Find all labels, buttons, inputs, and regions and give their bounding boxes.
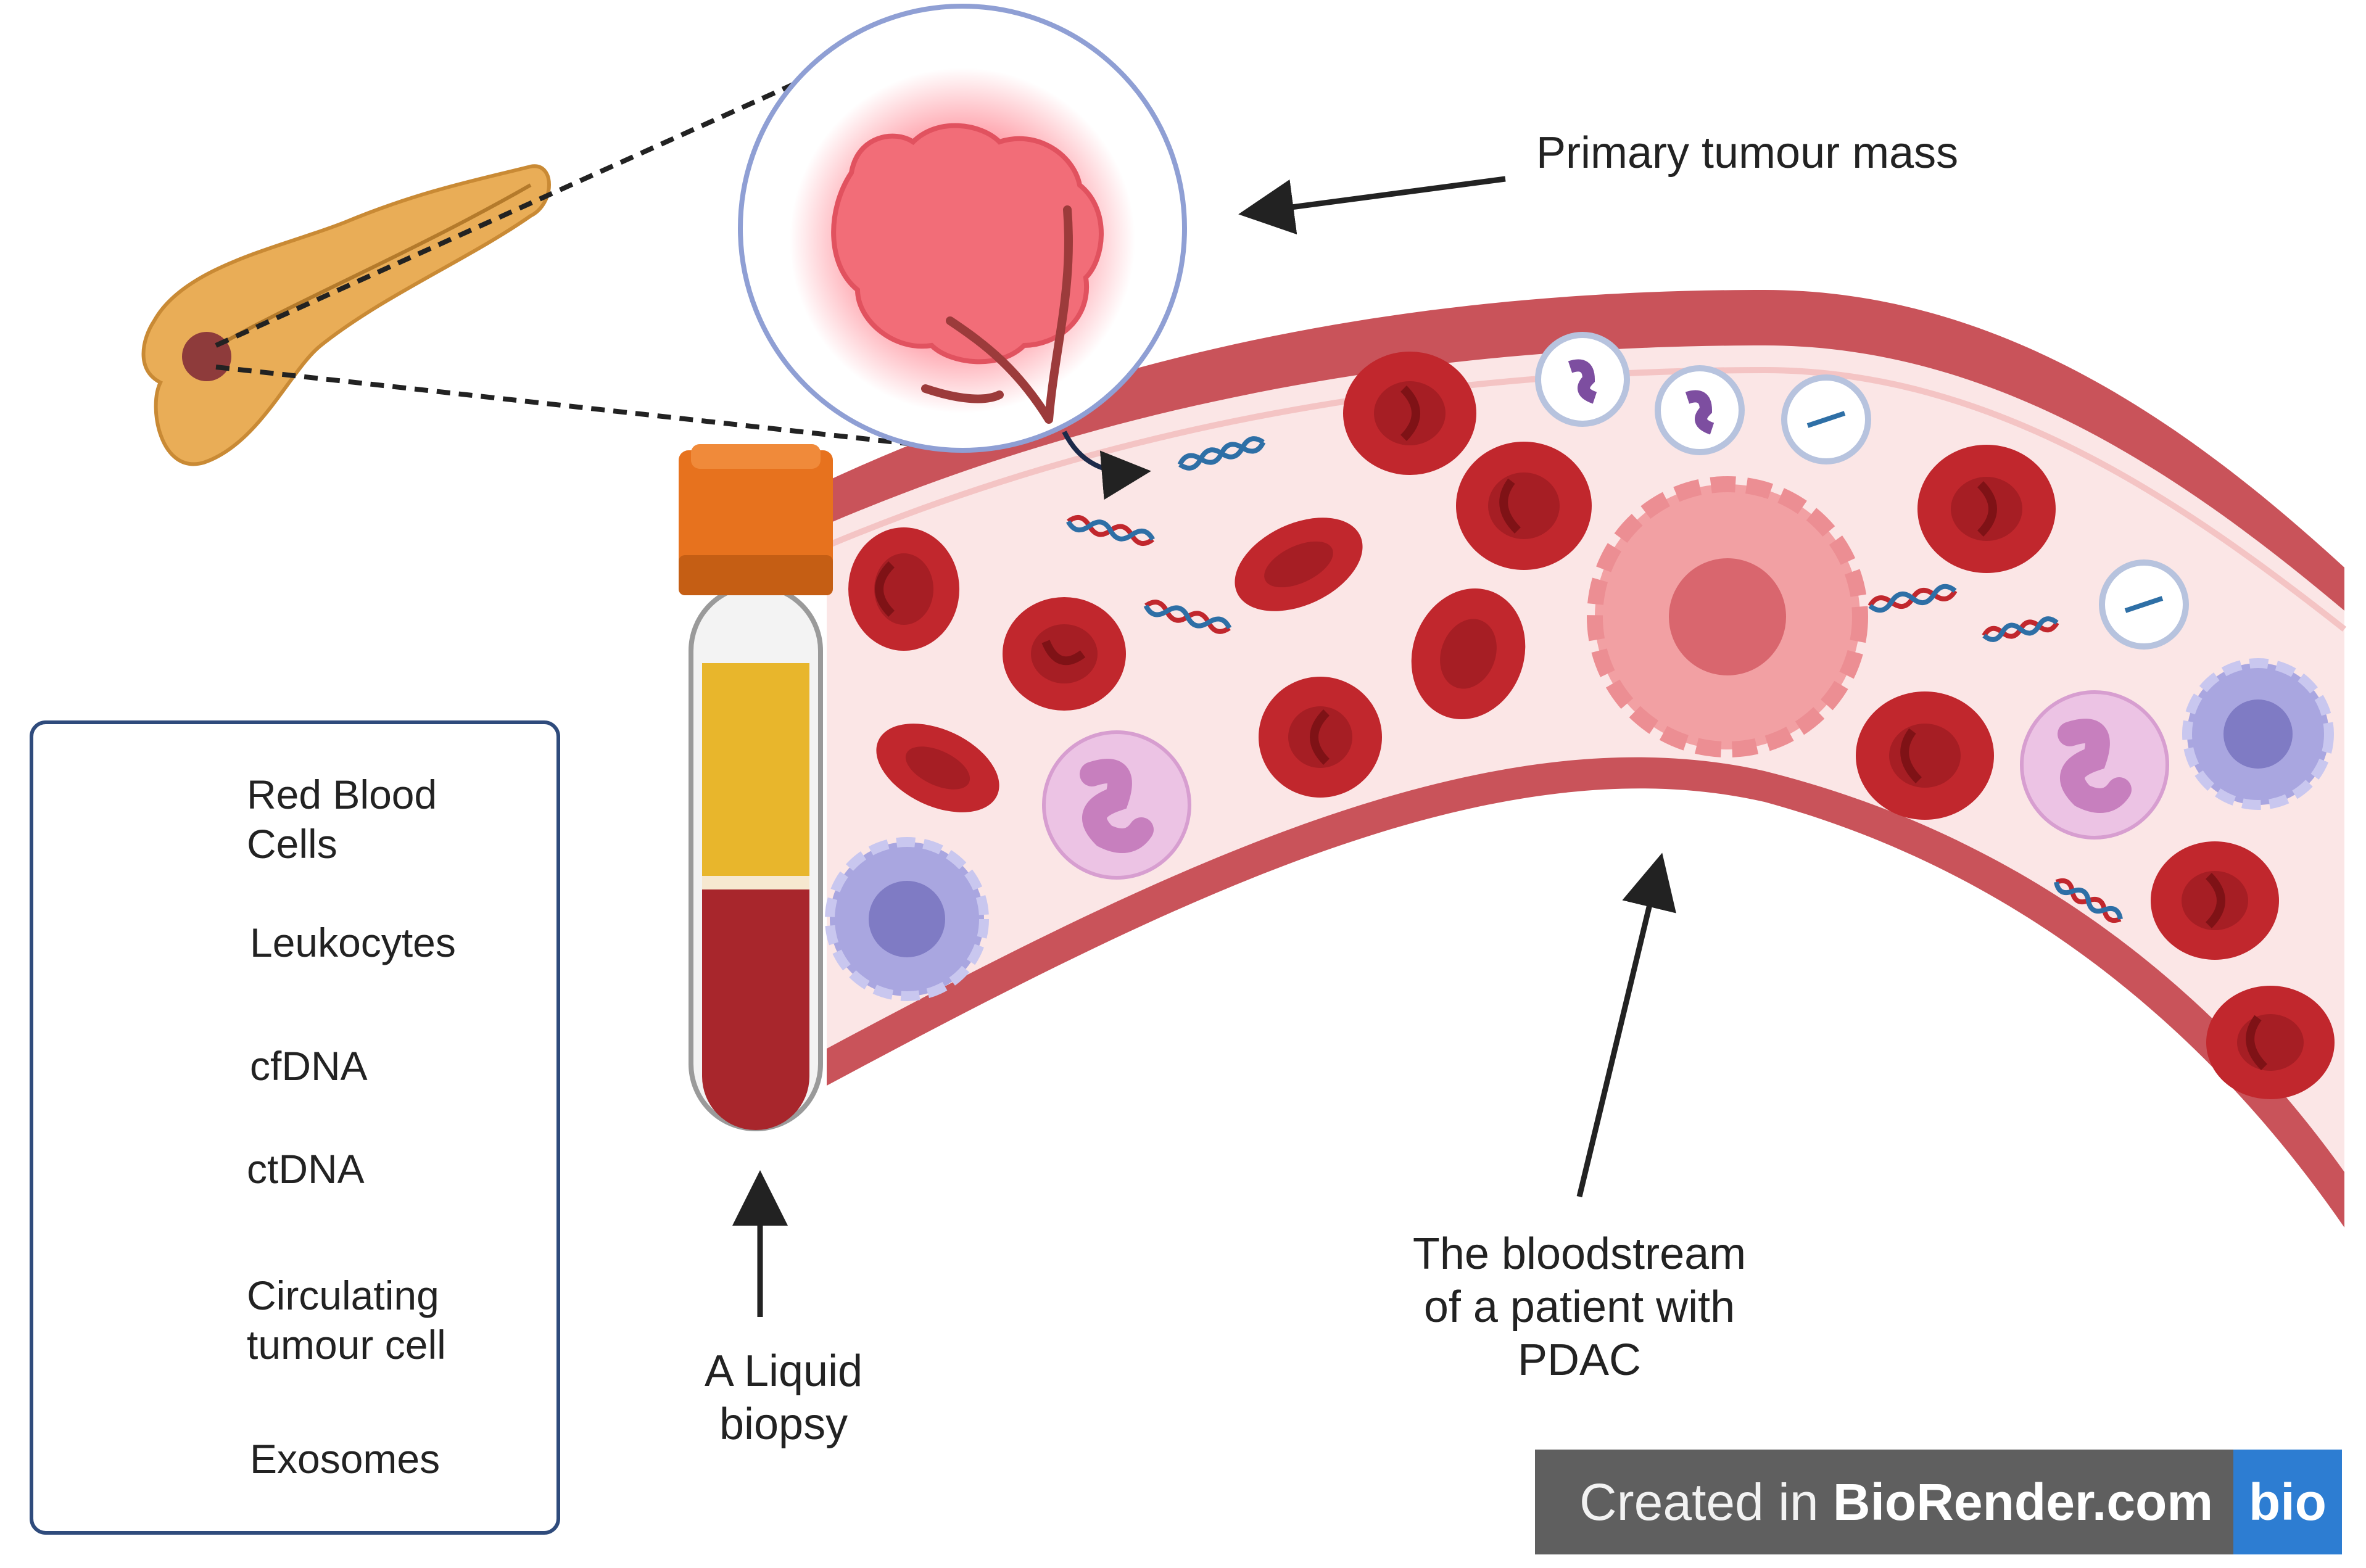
red-blood-cell — [2206, 986, 2335, 1099]
legend-item-ctdna: ctDNA — [247, 1144, 365, 1194]
biorender-logo-icon: bio — [2233, 1450, 2342, 1554]
label-primary-tumour: Primary tumour mass — [1536, 128, 1959, 178]
label-bloodstream-line1: The bloodstream — [1412, 1229, 1747, 1279]
cfdna-fragment — [1868, 584, 1958, 613]
label-bloodstream-line2: of a patient with — [1423, 1282, 1735, 1332]
pancreas — [141, 164, 551, 466]
leukocytes — [825, 658, 2334, 1001]
legend-label: cfDNA — [250, 1043, 368, 1089]
exosome — [1535, 332, 1630, 427]
badge-text: Created in BioRender.com — [1579, 1450, 2213, 1554]
legend-item-red-blood-cells: Red Blood Cells — [247, 770, 437, 869]
red-blood-cell — [1235, 518, 1363, 611]
circulating-tumour-cell — [1587, 476, 1868, 757]
legend-label: Red Blood — [247, 772, 437, 817]
ctdna-fragment — [1177, 436, 1266, 471]
legend-label: Circulating — [247, 1273, 439, 1318]
red-blood-cell — [1003, 597, 1126, 711]
dna-fragments — [1066, 436, 2123, 923]
biorender-badge[interactable]: Created in BioRender.com bio — [1535, 1450, 2342, 1554]
legend-item-cfdna: cfDNA — [250, 1041, 368, 1091]
legend-label: Exosomes — [250, 1436, 441, 1482]
cfdna-fragment — [2054, 878, 2123, 923]
badge-brand: BioRender.com — [1832, 1473, 2214, 1531]
red-blood-cell — [1856, 691, 1994, 820]
label-bloodstream-line3: PDAC — [1517, 1335, 1642, 1385]
legend-item-exosomes: Exosomes — [250, 1434, 440, 1483]
label-bloodstream: The bloodstream of a patient with PDAC — [1363, 1228, 1795, 1387]
exosomes — [1535, 332, 2189, 650]
blood-tube — [679, 444, 833, 1131]
release-arrow — [1062, 431, 1151, 500]
red-blood-cell — [1259, 677, 1382, 798]
cfdna-fragment — [1143, 600, 1232, 634]
red-blood-cell — [1411, 588, 1526, 720]
arrow-primary-tumour — [1238, 176, 1506, 235]
leukocyte-purple — [825, 837, 989, 1001]
leukocyte-purple — [2182, 658, 2334, 810]
legend-label: ctDNA — [247, 1146, 365, 1192]
leukocyte-pink — [1042, 730, 1191, 880]
arrow-bloodstream — [1576, 852, 1676, 1198]
red-blood-cells — [848, 352, 2335, 1099]
label-liquid-biopsy: A Liquid biopsy — [660, 1345, 907, 1451]
red-blood-cell — [1343, 352, 1476, 475]
label-liquid-biopsy-line2: biopsy — [719, 1400, 848, 1449]
label-liquid-biopsy-line1: A Liquid — [704, 1347, 863, 1396]
legend-label: Cells — [247, 821, 337, 867]
leukocyte-pink — [2020, 690, 2169, 840]
legend-label: tumour cell — [247, 1322, 446, 1368]
red-blood-cell — [848, 527, 959, 651]
tumour-zoom-circle — [738, 4, 1187, 453]
exosome — [1781, 374, 1871, 464]
exosome — [2099, 559, 2189, 650]
red-blood-cell — [876, 724, 999, 812]
legend-label: Leukocytes — [250, 920, 456, 965]
legend — [30, 720, 560, 1535]
legend-item-circulating-tumour-cell: Circulating tumour cell — [247, 1271, 446, 1369]
annotation-arrows — [732, 176, 1676, 1317]
cfdna-fragment — [1982, 616, 2059, 642]
exosome — [1655, 365, 1745, 455]
badge-prefix: Created in — [1579, 1473, 1833, 1531]
red-blood-cell — [1456, 442, 1592, 570]
red-blood-cell — [1917, 445, 2056, 573]
cfdna-fragment — [1066, 514, 1155, 547]
legend-item-leukocytes: Leukocytes — [250, 918, 456, 967]
primary-tumour — [831, 123, 1104, 365]
red-blood-cell — [2151, 841, 2279, 960]
